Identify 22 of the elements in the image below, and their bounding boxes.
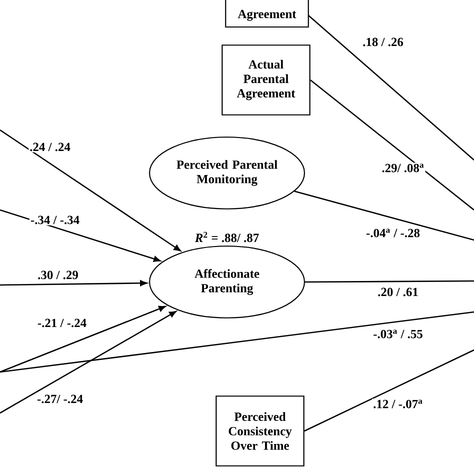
edge-label: -.21 / -.24	[36, 318, 88, 328]
coefficient-label: -.03$^{a}$ / .55	[372, 328, 424, 340]
edge-label: .18 / .26	[362, 36, 404, 48]
edge-label: .30 / .29	[36, 270, 80, 280]
variable-box: Actual Parental Agreement	[222, 44, 310, 116]
edge-label: -.34 / -.34	[29, 214, 81, 226]
edge-label: .20 / .61	[376, 286, 420, 298]
ellipse-node: Affectionate Parenting	[148, 246, 306, 318]
ellipse-node: Perceived Parental Monitoring	[148, 136, 306, 210]
variable-box: Agreement	[225, 0, 309, 28]
r-squared-label: R$^{2}$ = .88/ .87	[194, 230, 260, 244]
path-arrow	[0, 209, 161, 262]
edge-label: .12 / -.07$^{a}$	[372, 398, 424, 410]
edge-label: -.04$^{a}$ / -.28	[365, 228, 421, 238]
edge-label: .24 / .24	[28, 142, 72, 152]
variable-box: Perceived Consistency Over Time	[216, 396, 304, 466]
path-arrow	[0, 280, 148, 286]
path-arrow	[0, 306, 166, 373]
path-arrow	[0, 129, 181, 252]
path-arrow	[0, 310, 176, 414]
edge-label: .29/ .08$^{a}$	[380, 162, 426, 174]
edge-label: -.27/ -.24	[36, 394, 84, 404]
